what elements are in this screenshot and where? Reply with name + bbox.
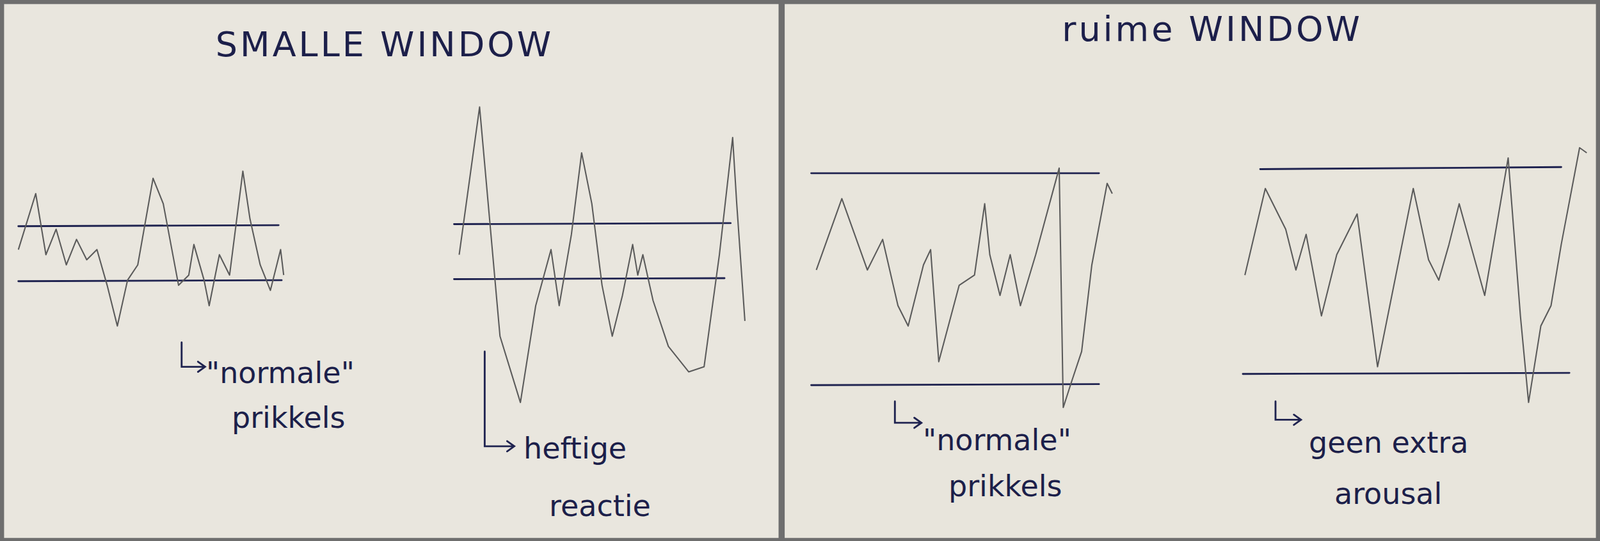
window-bound [811,172,1100,175]
annotation: "normale" prikkels [206,350,424,441]
window-bound [1260,167,1561,169]
arousal-curve [458,106,745,403]
annotation: geen extra arousal [1308,417,1540,520]
paper-panel [3,3,779,539]
window-bound [18,225,280,227]
arousal-curve [816,168,1113,408]
window-bound [1242,373,1570,375]
paper-panel [784,3,1597,539]
annotation: heftige reactie [523,419,703,536]
window-bound [454,223,731,225]
annotation: "normale" prikkels [922,417,1141,510]
window-bound [811,384,1100,386]
panel-heading: ruime WINDOW [1061,8,1363,50]
window-bound [18,280,282,282]
hook-arrow [181,342,206,372]
hook-arrow [894,401,921,429]
arousal-curve [1244,147,1587,403]
hook-arrow [1275,401,1302,426]
panel-heading: SMALLE WINDOW [215,24,554,65]
arousal-curve [18,171,285,327]
